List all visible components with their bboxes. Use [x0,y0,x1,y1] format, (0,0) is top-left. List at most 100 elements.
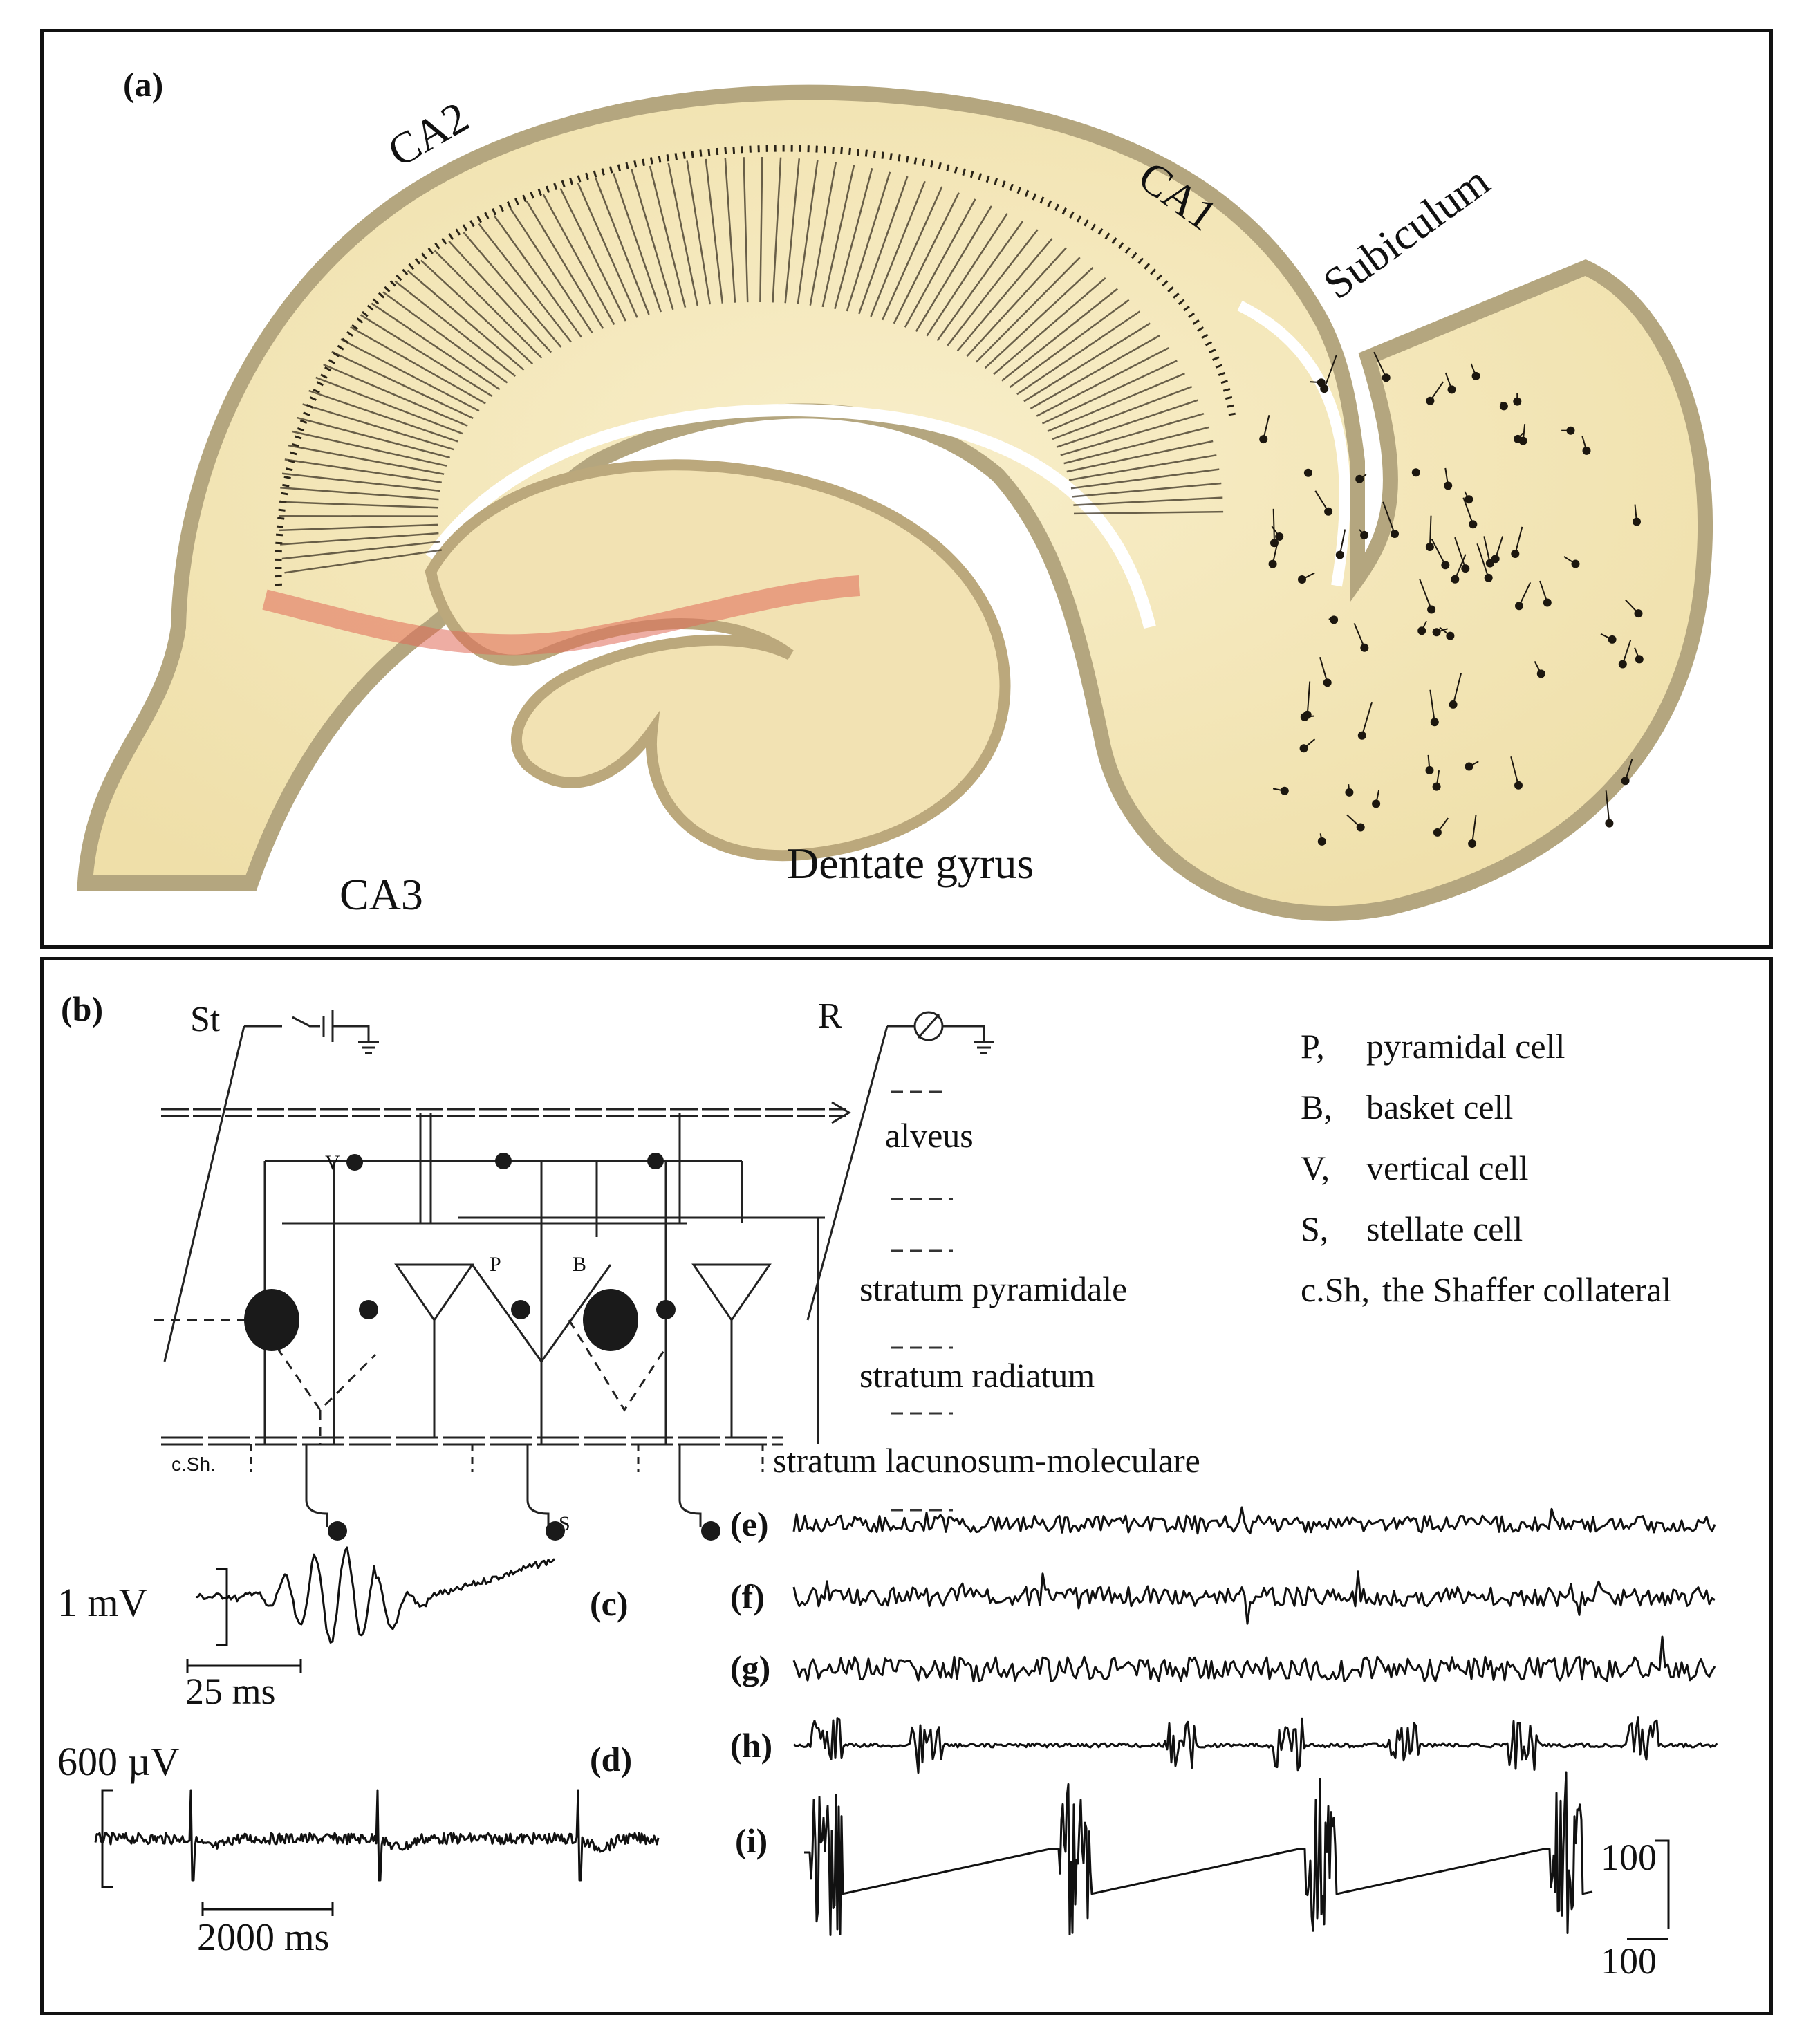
subiculum-neuron [1543,598,1552,607]
dendrite-ray [288,444,445,475]
dendrite-ray [1056,399,1199,448]
subiculum-neuron-dendrite [1454,554,1467,580]
trace-e [792,1506,1716,1535]
dendrite-ray [1072,482,1222,498]
subiculum-neuron-dendrite [1454,537,1467,569]
dendrite-ray [1001,288,1118,382]
dendrite-ray [281,472,440,492]
legend-row: V,vertical cell [1301,1149,1529,1187]
dendrite-ray [1023,322,1151,402]
subiculum-neuron-dendrite [1452,673,1462,705]
subiculum-neuron [1298,575,1306,584]
dendrite-ray [1068,454,1217,481]
subiculum-neuron [1335,550,1344,559]
dendrite-ray [280,486,439,501]
subiculum-neuron-dendrite [1373,351,1387,378]
dendrite-ray [292,430,447,467]
subiculum-neuron-dendrite [1421,620,1427,631]
dendrite-ray [509,207,593,333]
layer-dividers [891,1090,953,1512]
subiculum-neuron [1320,384,1329,393]
dendrite-ray [870,180,926,317]
fissure [425,404,1156,629]
subiculum-neuron-dendrite [1359,474,1367,480]
subiculum-neuron [1330,615,1339,624]
scale-bar-d-amp [101,1789,113,1888]
basket-cell-2 [583,1289,638,1351]
subiculum-neuron-dendrite [1359,529,1365,536]
subiculum-neuron-dendrite [1306,681,1311,715]
subiculum-neuron-dendrite [1271,526,1280,537]
subiculum-neuron-dendrite [1634,504,1637,522]
trace-f [792,1570,1716,1625]
legend-row: S,stellate cell [1301,1209,1523,1248]
subiculum-neuron [1427,605,1436,614]
dendrite-ray [280,532,439,546]
dendrite-ray [478,223,572,343]
cell-letter-v: V [325,1151,340,1174]
subiculum-neuron-dendrite [1581,436,1588,452]
stim-label: St [190,1000,221,1039]
dendrite-ray [595,177,650,315]
subiculum-neuron-dendrite [1427,754,1431,770]
trace-label-f: (f) [730,1577,765,1616]
subiculum-neuron-dendrite [1624,758,1633,781]
trace-label-i: (i) [735,1821,768,1860]
pyramidal-cell-1 [394,1263,474,1322]
subiculum-neuron-dendrite [1319,833,1323,842]
dendrite-ray [281,541,440,560]
dendrite-ray [649,165,687,308]
schaffer-label: c.Sh. [171,1453,216,1475]
subiculum-neuron-dendrite [1436,628,1448,633]
subiculum-neuron-dendrite [1600,633,1613,640]
dendrite-ray [976,257,1081,363]
dendrite-ray [966,247,1068,357]
dendrite-ray [394,280,517,377]
dendrite-ray [772,157,782,303]
subiculum-neuron-dendrite [1272,788,1285,792]
subiculum-neuron [1441,561,1450,570]
subiculum-neuron-dendrite [1469,761,1479,768]
pyramidal-layer [275,145,1236,586]
subiculum-neuron [1468,839,1477,848]
dendrite-ray [904,198,976,328]
scale-bar-d-time [201,1902,334,1916]
stellate-cell-2 [546,1521,565,1541]
subiculum-neuron-dendrite [1328,618,1335,621]
panel-label-b: (b) [61,990,104,1028]
subiculum-neuron [1461,564,1470,573]
subiculum-neuron [1360,643,1369,652]
subiculum-neuron-dendrite [1319,657,1328,683]
dendrite-ray [984,266,1094,369]
dendrite-ray [724,158,736,303]
subiculum-neuron-dendrite [1301,572,1315,580]
mossy-fiber-band [262,575,861,656]
subiculum-neuron-dendrite [1605,790,1610,824]
dendrite-ray [947,229,1039,346]
trace-h [793,1716,1718,1774]
dendrite-ray [559,187,626,322]
subiculum-neuron [1608,635,1617,644]
scale-c-time-label: 25 ms [185,1671,276,1712]
subiculum-neuron [1268,559,1277,568]
subiculum-neuron-dendrite [1539,580,1548,603]
subiculum-neuron-dendrite [1375,790,1380,804]
subiculum-neuron-dendrite [1361,701,1373,736]
dendrite-ray [1060,412,1205,456]
dendrite-ray [1041,360,1178,425]
dendrite-ray [382,291,508,384]
cell-bodies [244,1153,720,1541]
dendrite-ray [434,250,543,359]
rec-wire [887,1025,994,1054]
dendrite-ray [1036,346,1169,417]
dendrite-ray [759,156,763,303]
subiculum-neuron-dendrite [1534,660,1542,674]
trace-label-h: (h) [730,1726,773,1765]
dendrite-ray [350,326,486,405]
subiculum-neuron [1465,495,1473,504]
cell-letter-p: P [490,1253,501,1276]
dendrite-ray [1073,496,1223,506]
scale-c-amp-label: 1 mV [57,1580,148,1625]
dendrite-ray [882,186,943,321]
dendrite-ray [613,173,662,313]
